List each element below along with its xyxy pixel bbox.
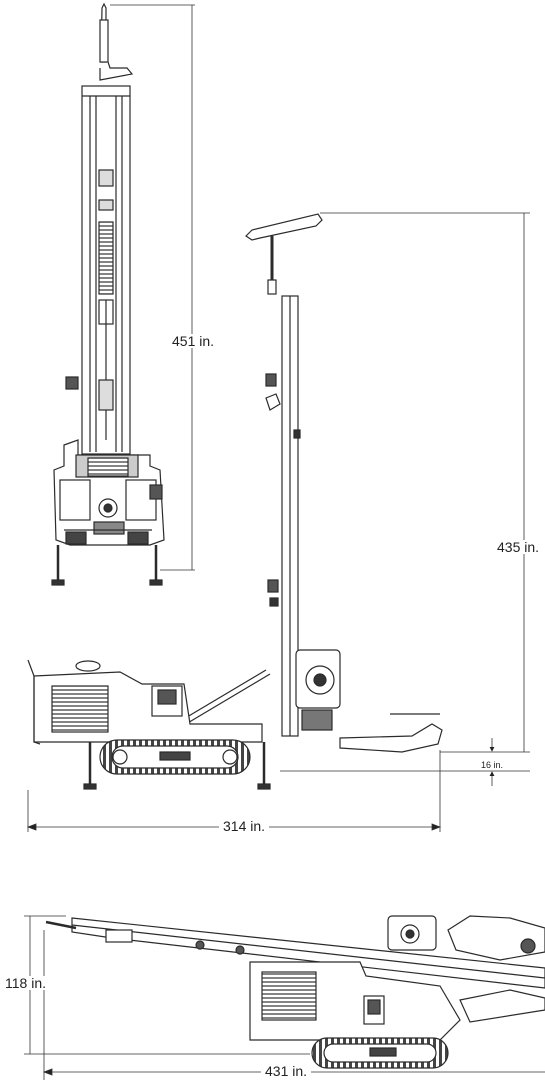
front-view [51, 2, 165, 586]
dim-line-435 [320, 212, 530, 753]
height-label-435: 435 in. [496, 539, 541, 555]
height-label-451: 451 in. [171, 333, 216, 349]
length-label-314: 314 in. [219, 819, 270, 833]
height-label-118: 118 in. [4, 975, 47, 991]
transport-view [45, 915, 545, 1069]
clearance-label-16: 16 in. [481, 760, 504, 770]
dim-line-16 [280, 738, 530, 786]
side-view [27, 213, 443, 790]
length-label-431: 431 in. [261, 1064, 312, 1078]
dim-line-451 [110, 4, 195, 571]
